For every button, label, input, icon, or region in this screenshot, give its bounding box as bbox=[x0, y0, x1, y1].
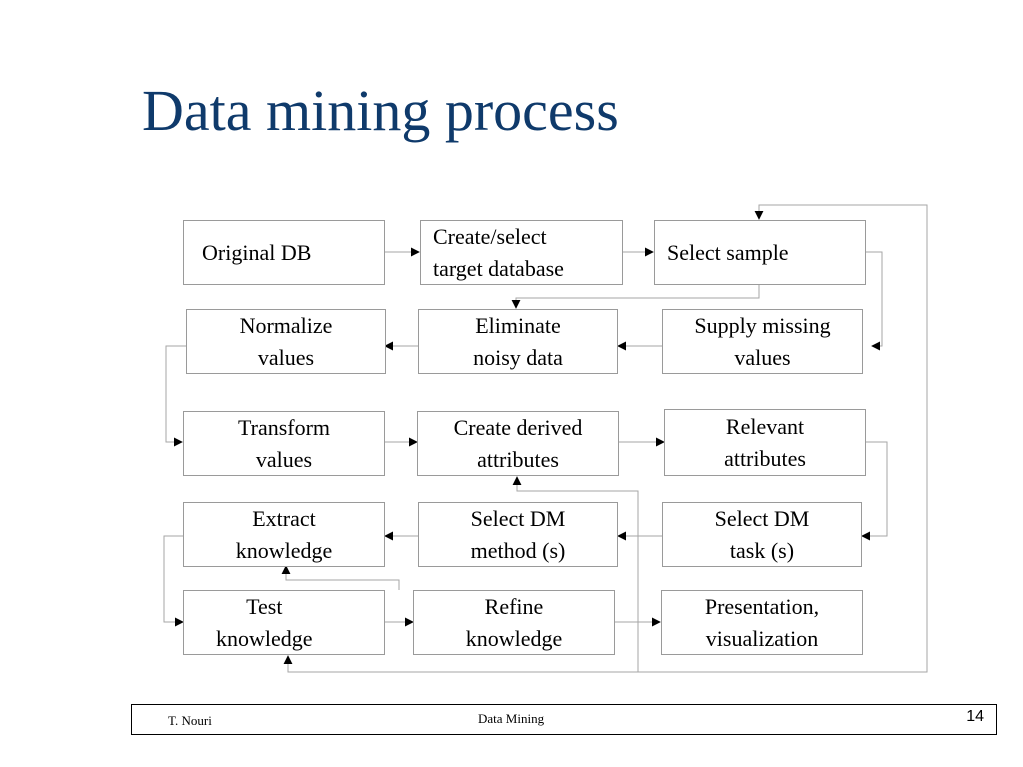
node-label: noisy data bbox=[473, 344, 563, 370]
node-label: visualization bbox=[705, 625, 819, 651]
node-label: Normalize bbox=[239, 312, 333, 338]
node-normalize-values: Normalize values bbox=[186, 309, 386, 374]
node-label: Create/select bbox=[433, 224, 547, 249]
node-label: Original DB bbox=[202, 239, 312, 265]
node-label: values bbox=[734, 344, 791, 370]
node-create-derived-attributes: Create derived attributes bbox=[417, 411, 619, 476]
node-label: Test bbox=[246, 593, 283, 619]
node-label: target database bbox=[433, 256, 564, 281]
node-label: method (s) bbox=[470, 537, 566, 563]
node-create-select-target-database: Create/select target database bbox=[420, 220, 623, 285]
node-label: Eliminate bbox=[475, 312, 561, 338]
edge-create-to-eliminate bbox=[511, 285, 760, 309]
node-eliminate-noisy-data: Eliminate noisy data bbox=[418, 309, 618, 374]
node-label: Select sample bbox=[667, 239, 789, 265]
node-refine-knowledge: Refine knowledge bbox=[413, 590, 615, 655]
page-number: 14 bbox=[966, 708, 984, 725]
node-label: Supply missing bbox=[694, 312, 831, 338]
node-original-db: Original DB bbox=[183, 220, 385, 285]
slide-title: Data mining process bbox=[142, 78, 619, 143]
node-supply-missing-values: Supply missing values bbox=[662, 309, 863, 374]
node-label: Select DM bbox=[470, 505, 566, 531]
edge-extract-to-test bbox=[163, 535, 184, 627]
node-label: knowledge bbox=[465, 625, 563, 651]
node-extract-knowledge: Extract knowledge bbox=[183, 502, 385, 567]
node-select-dm-task: Select DM task (s) bbox=[662, 502, 862, 567]
node-label: Presentation, bbox=[704, 593, 820, 619]
node-label: Transform bbox=[237, 414, 331, 440]
node-presentation-visualization: Presentation, visualization bbox=[661, 590, 863, 655]
node-select-dm-method: Select DM method (s) bbox=[418, 502, 618, 567]
node-label: task (s) bbox=[729, 537, 795, 563]
edge-refine-to-derived bbox=[512, 476, 639, 623]
edge-refine-to-test bbox=[283, 622, 639, 673]
node-relevant-attributes: Relevant attributes bbox=[664, 409, 866, 476]
node-label: knowledge bbox=[235, 537, 333, 563]
node-label: attributes bbox=[477, 446, 559, 472]
node-label: Select DM bbox=[714, 505, 810, 531]
node-label: knowledge bbox=[216, 625, 313, 651]
footer-title: Data Mining bbox=[478, 711, 545, 726]
node-test-knowledge: Test knowledge bbox=[183, 590, 385, 655]
edge-loop-to-sample bbox=[638, 204, 928, 673]
edge-refine-to-extract bbox=[281, 565, 400, 590]
node-label: Extract bbox=[252, 505, 316, 531]
node-label: values bbox=[255, 446, 313, 472]
footer-author: T. Nouri bbox=[168, 713, 212, 728]
slide-footer: T. Nouri Data Mining 14 bbox=[131, 704, 997, 735]
node-label: Relevant bbox=[725, 413, 805, 439]
node-label: Refine bbox=[484, 593, 544, 619]
edge-sample-to-supply bbox=[866, 251, 883, 351]
node-label: values bbox=[257, 344, 315, 370]
edge-relevant-to-task bbox=[861, 441, 888, 541]
node-transform-values: Transform values bbox=[183, 411, 385, 476]
node-label: Create derived bbox=[453, 414, 583, 440]
node-select-sample: Select sample bbox=[654, 220, 866, 285]
edge-normalize-to-transform bbox=[165, 345, 186, 447]
node-label: attributes bbox=[724, 445, 806, 471]
